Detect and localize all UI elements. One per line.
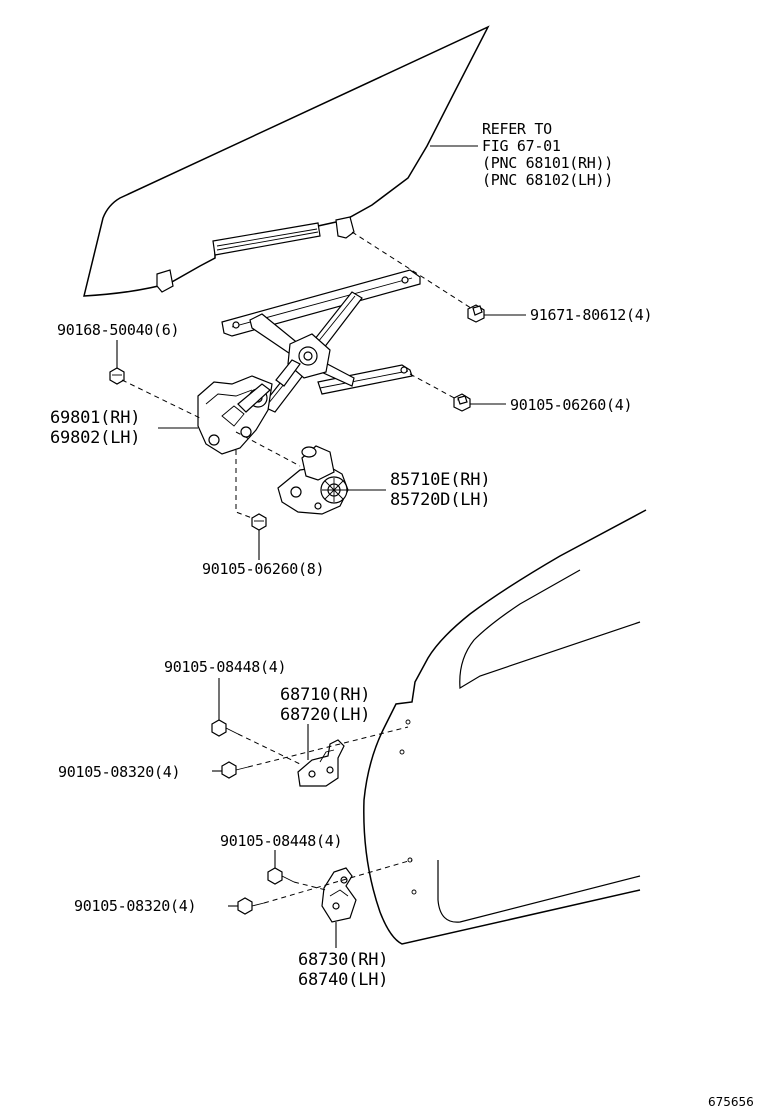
refer-to-text: REFER TO	[482, 120, 552, 138]
bolt-90105-06260-8	[251, 513, 267, 531]
refer-pnc-lh-text: (PNC 68102(LH))	[482, 171, 613, 189]
assembly-line-lower-hinge-a	[293, 881, 327, 891]
assembly-line-90168	[121, 379, 201, 419]
label-69801-rh: 69801(RH)	[50, 408, 140, 428]
label-90168-50040: 90168-50040(6)	[57, 321, 179, 339]
bolt-08448-upper	[211, 719, 239, 737]
refer-pnc-rh-text: (PNC 68101(RH))	[482, 154, 613, 172]
label-68740-lh: 68740(LH)	[298, 970, 388, 990]
assembly-line-upper-hinge-a	[237, 733, 301, 765]
assembly-line-rail-bolt	[409, 373, 459, 401]
bolt-08320-upper	[221, 761, 249, 779]
figure-id: 675656	[708, 1095, 754, 1109]
label-90105-08448-upper: 90105-08448(4)	[164, 658, 286, 676]
assembly-line-bottom-bolt	[235, 450, 253, 519]
body-door-opening	[363, 509, 647, 945]
label-85710e-rh: 85710E(RH)	[390, 470, 490, 490]
label-68710-rh: 68710(RH)	[280, 685, 370, 705]
label-69802-lh: 69802(LH)	[50, 428, 140, 448]
label-90105-08448-lower: 90105-08448(4)	[220, 832, 342, 850]
label-90105-08320-lower: 90105-08320(4)	[74, 897, 196, 915]
window-motor	[277, 445, 349, 515]
label-90105-08320-upper: 90105-08320(4)	[58, 763, 180, 781]
refer-fig-text: FIG 67-01	[482, 137, 561, 155]
bolt-08320-lower	[237, 897, 265, 915]
assembly-line-glass-bolt	[351, 231, 475, 311]
assembly-line-motor	[235, 431, 301, 467]
upper-hinge	[297, 739, 345, 787]
assembly-line-upper-hinge-b	[247, 726, 409, 768]
label-85720d-lh: 85720D(LH)	[390, 490, 490, 510]
bolt-08448-lower	[267, 867, 295, 885]
bolt-90168	[109, 367, 125, 385]
assembly-line-lower-hinge-b	[263, 859, 413, 904]
bolt-91671	[467, 304, 485, 323]
door-glass	[83, 25, 490, 297]
label-90105-06260-8: 90105-06260(8)	[202, 560, 324, 578]
window-regulator	[197, 269, 421, 455]
label-68720-lh: 68720(LH)	[280, 705, 370, 725]
lower-hinge	[321, 867, 357, 923]
label-91671-80612: 91671-80612(4)	[530, 306, 652, 324]
bolt-90105-06260-4	[453, 393, 471, 412]
label-68730-rh: 68730(RH)	[298, 950, 388, 970]
label-90105-06260-4: 90105-06260(4)	[510, 396, 632, 414]
